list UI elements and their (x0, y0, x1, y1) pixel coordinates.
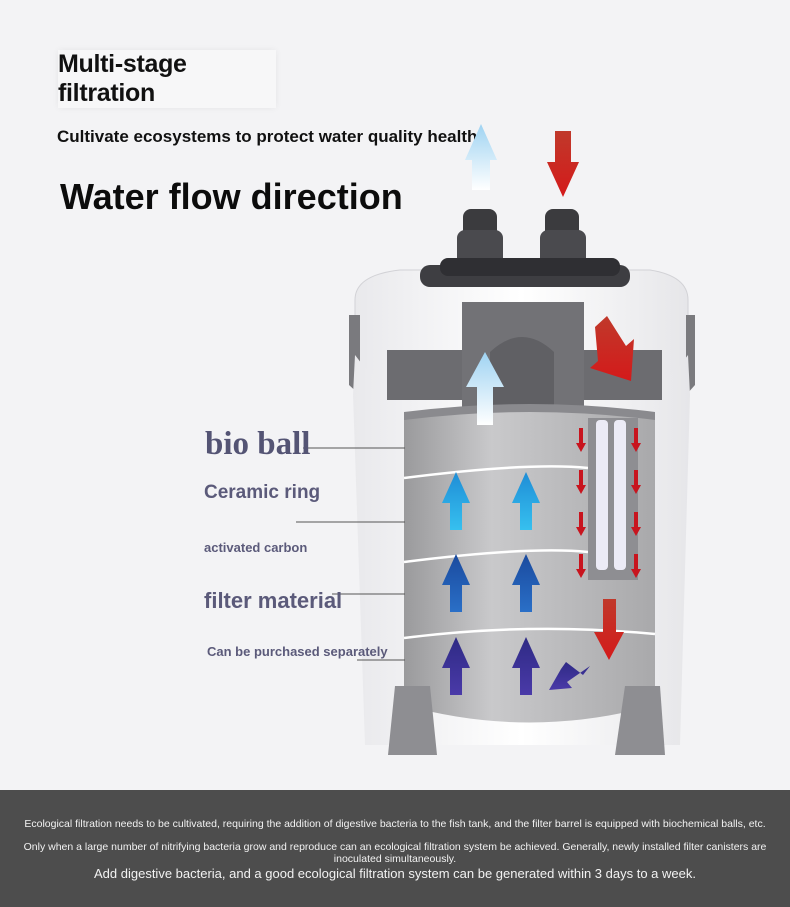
left-foot (388, 686, 437, 755)
upflow-arrows-blue (442, 554, 540, 612)
filter-canister-illustration (296, 124, 695, 755)
title-box: Multi-stage filtration (58, 50, 276, 108)
right-foot (615, 686, 665, 755)
footer-line-2: Only when a large number of nitrifying b… (23, 841, 767, 865)
footer-banner: Ecological filtration needs to be cultiv… (0, 790, 790, 907)
top-inflow-arrow (547, 131, 579, 197)
upflow-arrows-purple (442, 637, 540, 695)
subtitle: Cultivate ecosystems to protect water qu… (57, 127, 478, 146)
page-title: Multi-stage filtration (58, 50, 187, 107)
upflow-arrows-cyan (442, 472, 540, 530)
intake-tube-housing (588, 418, 638, 580)
footer-line-1: Ecological filtration needs to be cultiv… (24, 818, 766, 830)
top-outflow-arrow (465, 124, 497, 190)
bottom-inflow-arrow (594, 599, 624, 660)
bottom-diagonal-arrow (549, 662, 590, 690)
flow-direction-title: Water flow direction (60, 176, 403, 217)
lid-inflow-arrow (590, 316, 634, 381)
label-filter-material: filter material (204, 588, 343, 613)
label-ceramic-ring: Ceramic ring (204, 482, 321, 503)
footer-line-3: Add digestive bacteria, and a good ecolo… (94, 866, 696, 881)
label-bio-ball: bio ball (205, 426, 311, 462)
lid-outflow-arrow (466, 352, 504, 425)
label-leader-lines (296, 447, 405, 661)
side-inflow-arrows (576, 428, 641, 578)
label-activated-carbon: activated carbon (204, 540, 308, 555)
label-purchase-note: Can be purchased separately (207, 644, 388, 659)
